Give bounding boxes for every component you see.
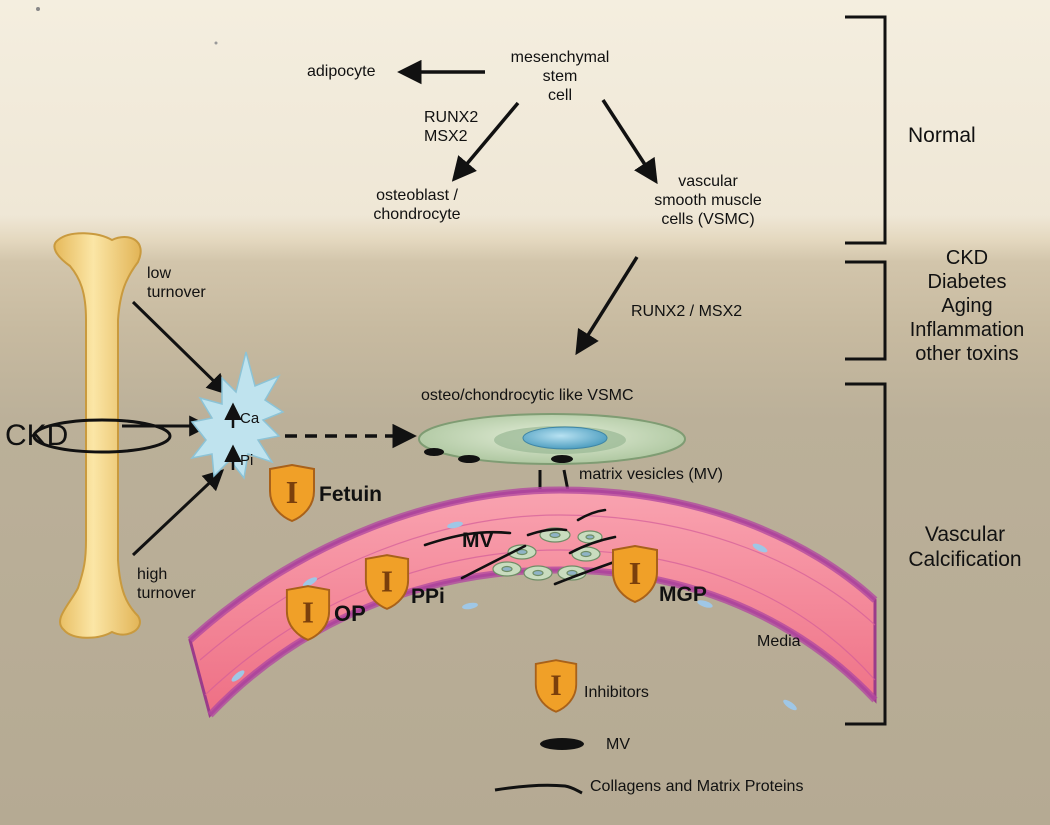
op-label: OP <box>334 601 366 626</box>
normal-label: Normal <box>908 124 976 147</box>
arrow-high-turnover <box>131 469 225 557</box>
adipocyte-label: adipocyte <box>307 63 376 80</box>
mgp-label: MGP <box>659 583 707 606</box>
shield-letter: I <box>302 596 314 630</box>
speck <box>214 41 218 45</box>
endothelial-cell <box>302 577 318 587</box>
cell-vesicle <box>424 448 444 456</box>
pi-label: Pi <box>240 452 254 469</box>
endothelial-cell <box>697 600 713 608</box>
arrow-to-vsmc <box>601 99 658 185</box>
speck <box>36 7 40 11</box>
arrow-low-turnover <box>131 300 229 395</box>
mineral-starburst <box>190 351 285 480</box>
endothelial-cell <box>447 521 463 529</box>
ppi-label: PPi <box>411 585 445 608</box>
cell-nucleus <box>522 426 608 450</box>
cell-vesicle <box>458 455 480 463</box>
runx2-msx2-label-upper: RUNX2 MSX2 <box>424 109 479 146</box>
legend-inhibitor-shield-icon: I <box>534 659 578 713</box>
arrow-to-osteoblast <box>451 101 520 182</box>
fetuin-label: Fetuin <box>319 483 382 506</box>
ckd-loop <box>32 418 172 454</box>
osteoblast-label: osteoblast / chondrocyte <box>373 187 461 224</box>
inhibitor-shield-icon: I <box>269 463 315 523</box>
legend-collagens-label: Collagens and Matrix Proteins <box>590 778 804 795</box>
endothelial-cell <box>752 543 768 553</box>
shield-letter: I <box>286 474 298 510</box>
legend-mv-label: MV <box>606 736 630 753</box>
matrix-vesicle-cluster <box>492 527 603 581</box>
bracket-calcification <box>845 382 887 726</box>
vessel-mv-label: MV <box>462 529 494 552</box>
inhibitor-shield-icon: I <box>612 544 658 604</box>
vascular-calcification-label: Vascular Calcification <box>908 523 1022 572</box>
inhibitor-shield-icon: I <box>364 554 410 610</box>
msc-label: mesenchymal stem cell <box>510 49 610 105</box>
runx2-msx2-label-lower: RUNX2 / MSX2 <box>631 303 743 320</box>
arrow-vsmc-to-osteo <box>575 256 639 356</box>
osteo-vsmc-label: osteo/chondrocytic like VSMC <box>421 387 634 404</box>
inhibitor-shield-icon: I <box>285 585 331 641</box>
low-turnover-label: low turnover <box>147 265 206 302</box>
vsmc-label: vascular smooth muscle cells (VSMC) <box>654 173 762 229</box>
endothelial-cell <box>231 670 245 682</box>
matrix-vesicles-label: matrix vesicles (MV) <box>579 466 724 483</box>
legend-inhibitors-label: Inhibitors <box>584 684 649 701</box>
vessel-outer-layer <box>187 486 878 643</box>
conditions-label: CKD Diabetes Aging Inflammation other to… <box>909 247 1025 365</box>
bracket-conditions <box>845 260 887 361</box>
endothelial-cell <box>462 602 478 610</box>
high-turnover-label: high turnover <box>137 566 196 603</box>
legend-collagen-symbol <box>494 783 583 795</box>
cell-vesicle <box>551 455 573 463</box>
endothelial-cell <box>783 699 797 711</box>
ca-label: Ca <box>240 410 260 427</box>
shield-letter: I <box>381 565 393 599</box>
media-label: Media <box>757 633 801 650</box>
ckd-label: CKD <box>5 419 69 452</box>
shield-letter: I <box>629 555 641 591</box>
bracket-normal <box>845 15 887 245</box>
bone-shape <box>53 232 142 639</box>
shield-letter: I <box>550 670 561 702</box>
legend-mv-symbol <box>540 738 584 750</box>
